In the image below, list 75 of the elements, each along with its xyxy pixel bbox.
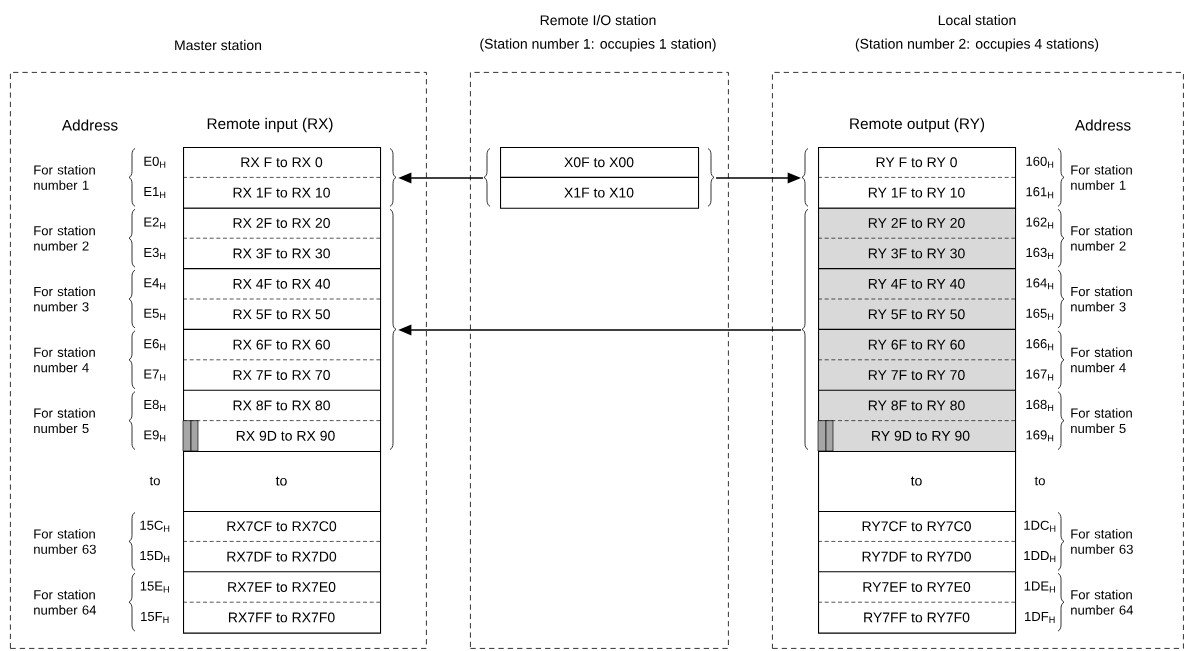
panel-heading: (Station number 2: occupies 4 stations)	[855, 38, 1099, 52]
register-range: RX7EF to RX7E0	[228, 582, 336, 592]
register-range: X1F to X10	[564, 187, 634, 198]
column-heading: Remote input (RX)	[207, 117, 333, 133]
register-range: X0F to X00	[564, 157, 634, 168]
register-range: to	[275, 476, 287, 486]
address-label: E6$_{H}$	[144, 339, 166, 351]
register-range: RY 8F to RY 80	[868, 400, 965, 411]
column-heading: Address	[1074, 119, 1131, 131]
register-range: RY 3F to RY 30	[868, 248, 965, 259]
register-range: RX 6F to RX 60	[233, 339, 330, 350]
register-range: RY 5F to RY 50	[868, 309, 965, 320]
register-range: RX 8F to RX 80	[233, 400, 330, 411]
address-label: E5$_{H}$	[144, 308, 166, 320]
register-range: RY7CF to RY7C0	[862, 521, 971, 532]
address-label: 169$_{H}$	[1026, 430, 1054, 442]
register-range: RY 4F to RY 40	[868, 278, 965, 289]
station-label: For station number 63	[34, 528, 96, 554]
panel-heading: Local station	[938, 14, 1016, 26]
register-range: RY 6F to RY 60	[868, 339, 965, 350]
address-label: E9$_{H}$	[144, 430, 166, 442]
station-label: For station number 4	[1071, 347, 1132, 373]
register-range: RY F to RY 0	[876, 157, 957, 168]
address-label: to	[1034, 476, 1045, 486]
register-range: RY7DF to RY7D0	[862, 551, 971, 562]
station-label: For station number 1	[34, 164, 95, 190]
panel-heading: (Station number 1: occupies 1 station)	[480, 38, 716, 52]
address-label: 15C$_{H}$	[140, 520, 170, 532]
station-label: For station number 1	[1071, 164, 1132, 190]
register-range: RX7DF to RX7D0	[227, 551, 337, 562]
column-heading: Remote output (RY)	[850, 117, 985, 133]
address-label: E1$_{H}$	[144, 187, 166, 199]
station-label: For station number 5	[34, 408, 95, 434]
address-label: 161$_{H}$	[1026, 187, 1054, 199]
address-label: 162$_{H}$	[1026, 217, 1054, 229]
station-label: For station number 5	[1071, 408, 1132, 434]
register-range: RX 2F to RX 20	[233, 218, 330, 228]
station-label: For station number 2	[34, 225, 95, 251]
register-range: RX 1F to RX 10	[233, 187, 330, 198]
register-range: RY 7F to RY 70	[868, 370, 965, 380]
station-label: For station number 2	[1071, 225, 1132, 251]
address-label: 15D$_{H}$	[140, 551, 170, 563]
address-label: E0$_{H}$	[144, 156, 166, 168]
station-label: For station number 63	[1071, 528, 1133, 554]
register-range: to	[910, 476, 922, 486]
panel-heading: Master station	[175, 39, 262, 51]
column-heading: Address	[61, 119, 118, 131]
address-label: 1DC$_{H}$	[1024, 520, 1056, 532]
station-label: For station number 3	[1071, 286, 1132, 312]
register-range: RX 7F to RX 70	[233, 370, 330, 380]
address-label: E3$_{H}$	[144, 247, 166, 259]
address-label: E2$_{H}$	[144, 217, 166, 229]
address-label: to	[149, 476, 160, 486]
register-range: RX 5F to RX 50	[233, 309, 330, 320]
register-range: RY 2F to RY 20	[868, 218, 965, 228]
station-label: For station number 3	[34, 286, 95, 312]
station-label: For station number 64	[1071, 589, 1134, 615]
panel-heading: Remote I/O station	[540, 14, 656, 26]
register-range: RY7FF to RY7F0	[864, 612, 970, 623]
address-label: 15F$_{H}$	[141, 611, 169, 623]
address-label: E7$_{H}$	[144, 369, 166, 381]
address-label: 15E$_{H}$	[140, 581, 169, 593]
address-label: E4$_{H}$	[144, 278, 166, 290]
register-range: RX7CF to RX7C0	[227, 521, 337, 532]
register-range: RY7EF to RY7E0	[863, 582, 971, 592]
station-label: For station number 64	[34, 589, 97, 615]
register-range: RX F to RX 0	[241, 157, 323, 168]
register-range: RY 1F to RY 10	[868, 187, 965, 198]
register-range: RX 3F to RX 30	[233, 248, 330, 259]
register-range: RX7FF to RX7F0	[228, 612, 335, 623]
address-label: E8$_{H}$	[144, 399, 166, 411]
register-range: RX 4F to RX 40	[233, 278, 330, 289]
register-range: RX 9D to RX 90	[236, 430, 335, 441]
station-label: For station number 4	[34, 347, 95, 373]
register-range: RY 9D to RY 90	[872, 430, 970, 441]
